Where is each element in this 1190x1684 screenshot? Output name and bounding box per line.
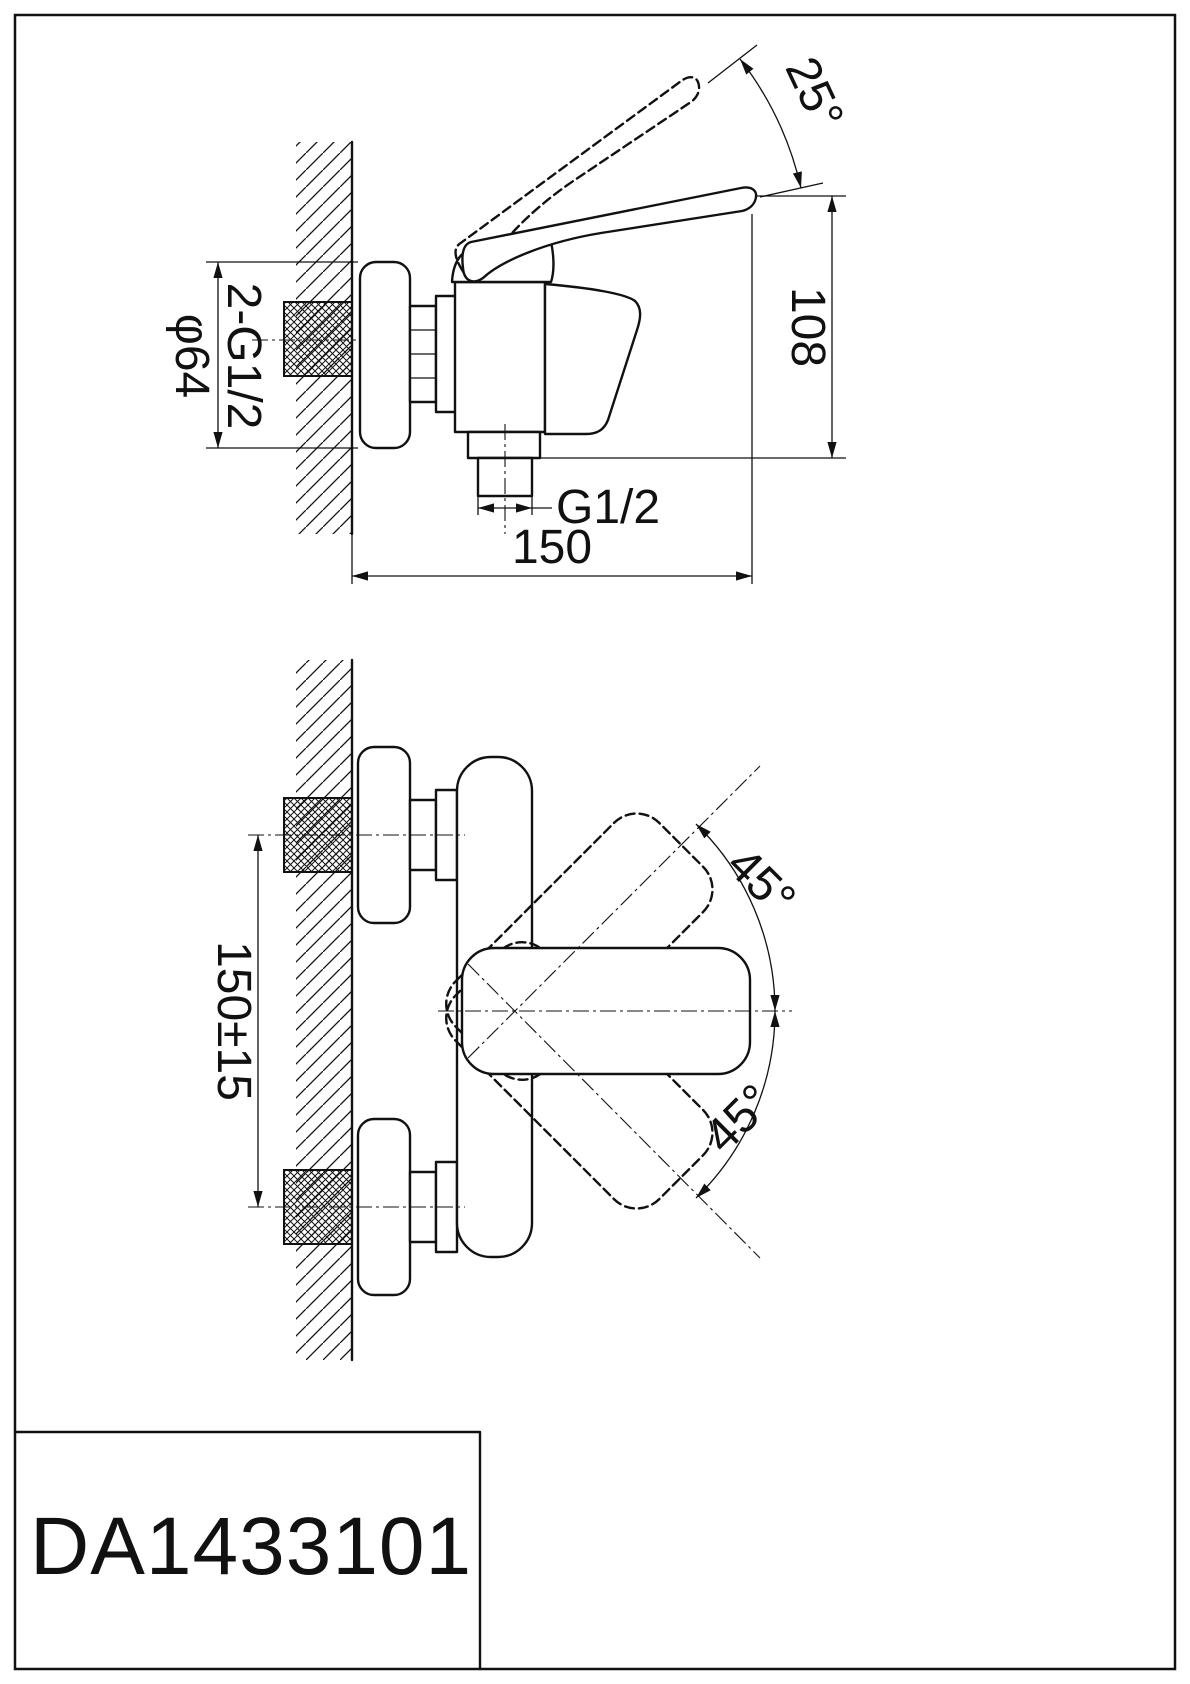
knurled-nut-side — [283, 301, 353, 377]
plan-view — [248, 658, 792, 1362]
dim-depth: 150 — [512, 521, 592, 574]
swing-centerline-up — [467, 765, 761, 1059]
dim-108-lines — [540, 195, 846, 459]
model-number: DA1433101 — [30, 1501, 472, 1592]
dim-25-extension-lines — [707, 44, 824, 198]
outlet-shoulder — [466, 430, 542, 460]
faucet-body-side — [453, 280, 547, 434]
title-block-border — [14, 1430, 482, 1670]
dim-swing-upper: 45° — [717, 838, 806, 927]
dim-45-upper-arc — [695, 823, 776, 1012]
dim-height: 108 — [781, 287, 834, 367]
title-block: DA1433101 — [14, 1430, 482, 1670]
dim-d64-lines — [206, 261, 358, 449]
spout-side — [543, 282, 642, 436]
dim-150-lines — [351, 214, 753, 584]
dim-flange-diameter: φ64 — [165, 314, 218, 399]
drawing-border — [13, 13, 1177, 1671]
wall-hatching-bottom — [296, 660, 352, 1360]
dim-45-lower-arc — [695, 1010, 776, 1199]
flange-side — [358, 260, 412, 450]
connector-thread-lines — [410, 329, 436, 379]
dim-inlet-spacing: 150±15 — [207, 941, 260, 1101]
swing-centerline-down — [467, 963, 761, 1259]
dim-handle-angle: 25° — [775, 49, 854, 137]
dim-wall-thread: 2-G1/2 — [217, 283, 270, 430]
side-view — [252, 76, 758, 536]
dim-outlet-thread: G1/2 — [556, 481, 660, 534]
connector-step2 — [434, 294, 458, 414]
handle-side — [461, 186, 758, 283]
